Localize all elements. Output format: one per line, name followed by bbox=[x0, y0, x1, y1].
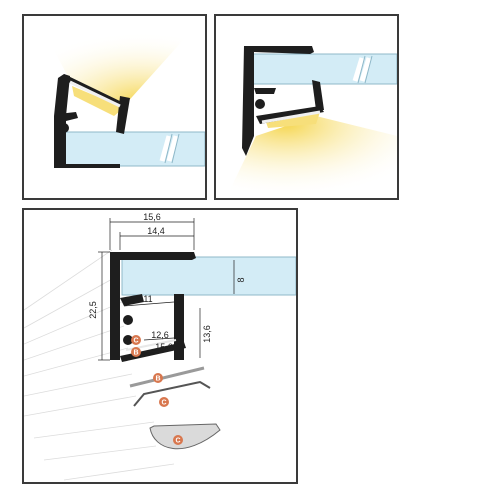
dim-inner-12-6: 12,6 bbox=[151, 330, 169, 340]
badge-c-top: C bbox=[131, 335, 141, 345]
mounting-clip-part: C bbox=[133, 380, 211, 407]
glass-break-mark bbox=[359, 57, 372, 82]
aluminium-profile bbox=[110, 252, 196, 362]
led-strip bbox=[69, 80, 121, 108]
panel-technical-drawing: 15,6 14,4 22,5 8 11 13,6 12,6 15,6 C B B… bbox=[22, 208, 298, 484]
glass-break-mark bbox=[159, 135, 172, 162]
svg-text:B: B bbox=[133, 350, 138, 357]
svg-text:C: C bbox=[175, 438, 180, 445]
led-strip-part: B bbox=[129, 366, 205, 388]
glass-break-line bbox=[171, 133, 180, 164]
dim-width-inner: 14,4 bbox=[147, 226, 165, 236]
profile-cross-section: 15,6 14,4 22,5 8 11 13,6 12,6 15,6 C B B… bbox=[24, 212, 296, 481]
profile-illustration-light-down bbox=[226, 46, 397, 198]
extrusion-lines bbox=[24, 249, 175, 481]
profile-illustration-light-up bbox=[42, 28, 205, 168]
glass-break-line bbox=[357, 55, 366, 84]
svg-text:C: C bbox=[161, 400, 166, 407]
glass-pane bbox=[249, 53, 397, 85]
glass-break-line bbox=[364, 55, 373, 84]
svg-text:C: C bbox=[133, 338, 138, 345]
diffuser-part: C bbox=[149, 423, 221, 450]
dim-inner-width: 11 bbox=[143, 294, 152, 304]
light-source bbox=[72, 86, 124, 116]
panel-top-left bbox=[22, 14, 207, 200]
dim-inner-15-6: 15,6 bbox=[155, 342, 173, 352]
glass-break-mark bbox=[166, 135, 179, 162]
dim-width-outer: 15,6 bbox=[143, 212, 161, 222]
badge-b-top: B bbox=[131, 347, 141, 357]
dim-lower-height: 13,6 bbox=[202, 325, 212, 343]
svg-text:B: B bbox=[155, 376, 160, 383]
glass-pane bbox=[57, 131, 205, 167]
glass-break-line bbox=[164, 133, 173, 164]
light-beam bbox=[226, 116, 397, 198]
glass-break-mark bbox=[352, 57, 365, 82]
glass-pane bbox=[121, 256, 296, 296]
led-strip bbox=[261, 110, 321, 124]
panel-top-right bbox=[214, 14, 399, 200]
dimension-lines bbox=[98, 218, 235, 361]
dim-glass-thickness: 8 bbox=[236, 277, 246, 282]
dim-height-total: 22,5 bbox=[88, 301, 98, 319]
